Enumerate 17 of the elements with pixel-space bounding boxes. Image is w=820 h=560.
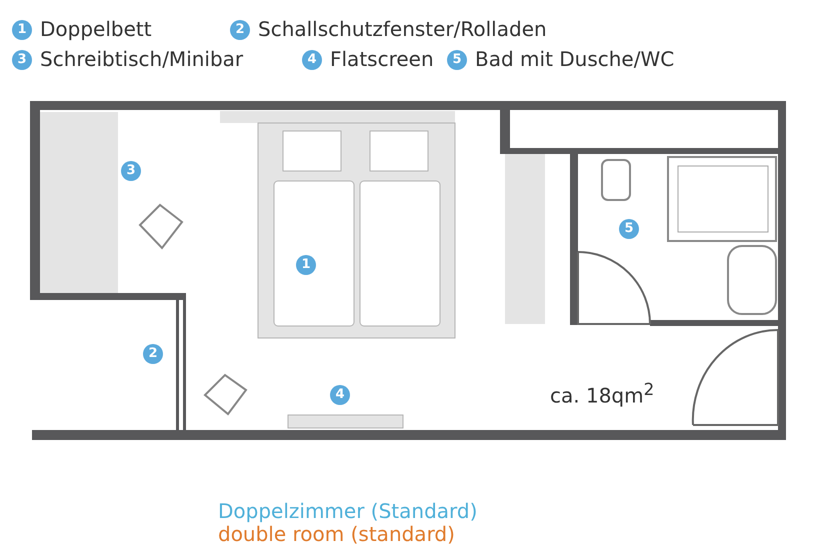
legend-label: Flatscreen	[330, 47, 434, 71]
caption-text: Doppelzimmer (Standard)	[218, 499, 478, 523]
callout-number: 5	[447, 50, 467, 70]
callout-number: 3	[121, 161, 141, 181]
callout-number: 2	[230, 20, 250, 40]
callout-number: 2	[143, 344, 163, 364]
callout-number: 3	[12, 50, 32, 70]
callout-number: 4	[330, 385, 350, 405]
legend-label: Schallschutzfenster/Rolladen	[258, 17, 547, 41]
callout-number: 4	[302, 50, 322, 70]
callout-number: 5	[619, 219, 639, 239]
legend-label: Bad mit Dusche/WC	[475, 47, 674, 71]
legend-label: Doppelbett	[40, 17, 152, 41]
caption-text: double room (standard)	[218, 522, 455, 546]
legend-label: Schreibtisch/Minibar	[40, 47, 244, 71]
callout-number: 1	[12, 20, 32, 40]
area-label: ca. 18qm$^{2}$	[550, 380, 654, 408]
